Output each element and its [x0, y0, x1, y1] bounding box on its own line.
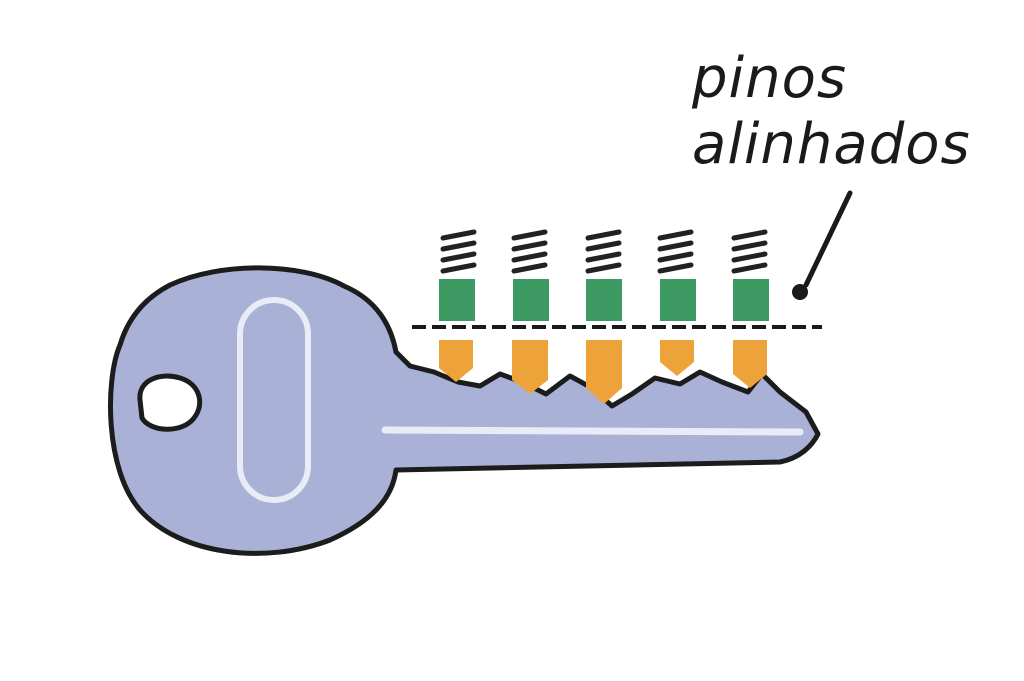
driver-pin-4	[660, 279, 696, 321]
key-hole	[137, 373, 203, 432]
key-pin-2	[512, 340, 548, 394]
pin-4	[657, 229, 696, 376]
pin-3	[585, 229, 622, 404]
driver-pin-1	[439, 279, 475, 321]
pinos-alinhados-label: pinos alinhados	[692, 46, 971, 178]
pin-5	[731, 229, 769, 388]
driver-pin-3	[586, 279, 622, 321]
driver-pin-2	[513, 279, 549, 321]
key-body	[108, 265, 821, 556]
key-bow-oval	[237, 297, 311, 503]
label-line-1: pinos	[692, 46, 848, 111]
key-pin-4	[660, 340, 694, 376]
spring-1	[440, 229, 477, 274]
key-groove	[381, 426, 804, 436]
pin-2	[511, 229, 549, 394]
pin-1	[439, 229, 477, 382]
callout-dot	[792, 284, 808, 300]
spring-5	[731, 229, 768, 274]
label-line-2: alinhados	[692, 112, 971, 177]
spring-4	[657, 229, 694, 274]
key-pin-5	[733, 340, 767, 388]
key-pin-1	[439, 340, 473, 382]
key-pin-3	[586, 340, 622, 404]
spring-2	[511, 229, 548, 274]
spring-3	[585, 229, 622, 274]
driver-pin-5	[733, 279, 769, 321]
callout-line	[803, 190, 853, 288]
